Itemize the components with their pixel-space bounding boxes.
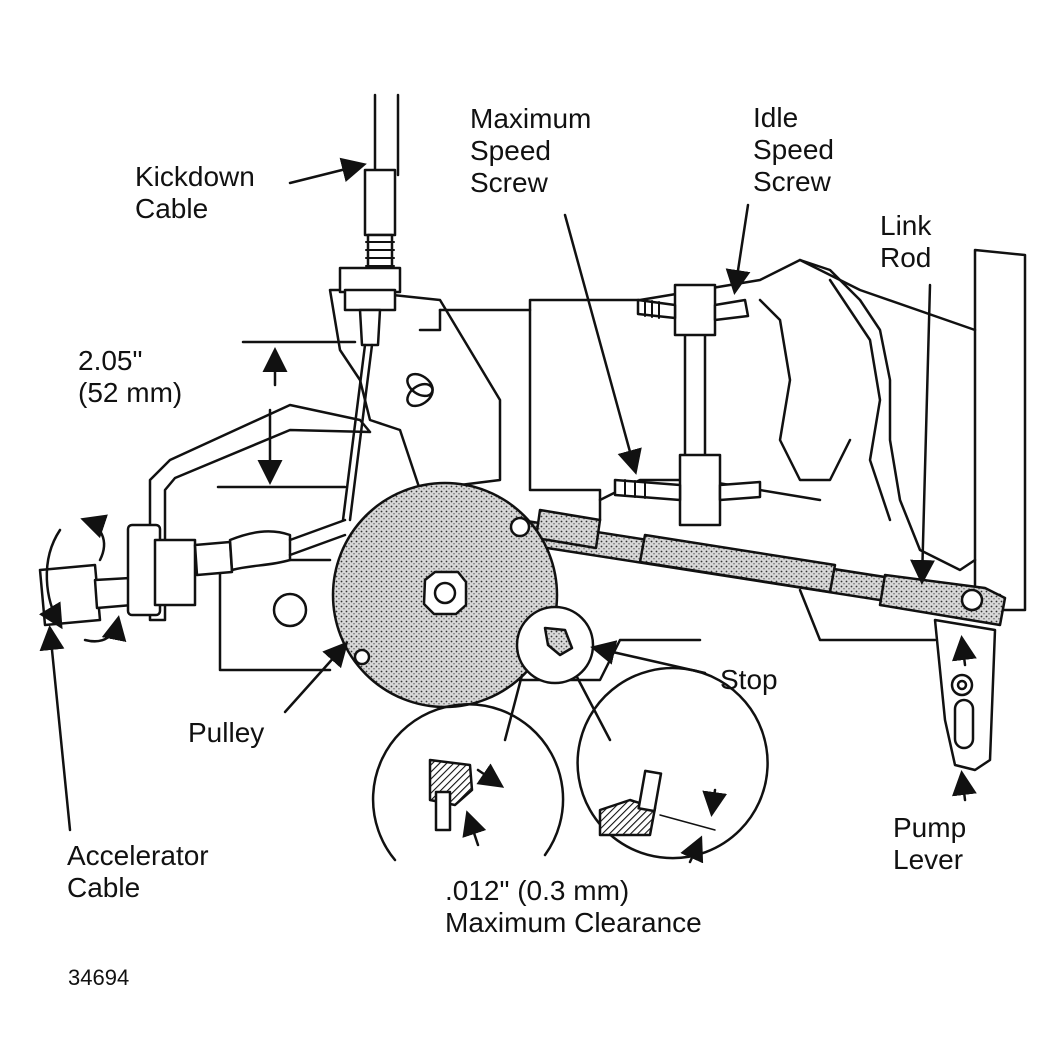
- accelerator-cable-label: Accelerator Cable: [67, 840, 209, 903]
- accelerator-cable: [38, 514, 347, 643]
- kickdown-cable: [338, 93, 402, 522]
- leader-arrows: [39, 157, 977, 832]
- maximum-speed-screw-label: Maximum Speed Screw: [470, 103, 592, 198]
- throttle-linkage: [613, 283, 762, 527]
- link-rod: [513, 508, 1007, 627]
- dimension-2-05: [216, 340, 357, 489]
- dimension-label: 2.05" (52 mm): [78, 345, 183, 408]
- figure-number: 34694: [68, 965, 130, 990]
- kickdown-bracket: [328, 288, 502, 492]
- pump-lever: [933, 618, 997, 772]
- accelerator-bracket: [148, 403, 372, 622]
- clearance-inset-right: [576, 666, 769, 864]
- pump-lever-label: Pump Lever: [893, 812, 967, 875]
- link-rod-label: Link Rod: [880, 210, 932, 273]
- pulley: [331, 481, 559, 709]
- clearance-inset-left: [371, 703, 565, 862]
- pulley-label: Pulley: [188, 717, 265, 748]
- idle-speed-screw-label: Idle Speed Screw: [753, 102, 834, 197]
- stop-label: Stop: [720, 664, 778, 695]
- stop: [503, 605, 612, 742]
- kickdown-cable-label: Kickdown Cable: [135, 161, 255, 224]
- clearance-label: .012" (0.3 mm) Maximum Clearance: [445, 875, 702, 938]
